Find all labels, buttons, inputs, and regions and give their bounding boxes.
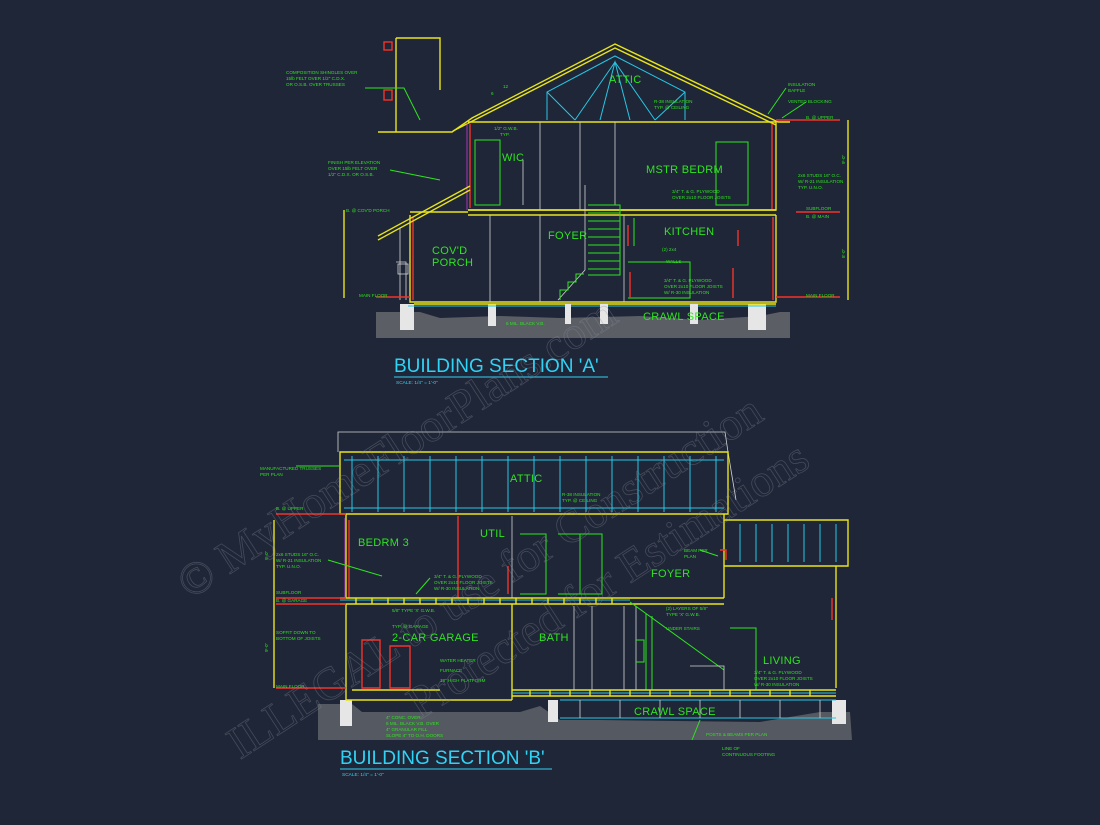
note-footing-2: CONTINUOUS FOOTING	[722, 752, 776, 757]
section-b-drawing	[273, 431, 852, 741]
room-label-crawl-space-a: CRAWL SPACE	[643, 311, 725, 323]
note-finish-1: FINISH PER ELEVATION	[328, 160, 380, 165]
section-a-scale: SCALE: 1/4" = 1'-0"	[396, 380, 438, 386]
note-under-stairs: UNDER STAIRS	[666, 626, 700, 631]
room-label-attic-a: ATTIC	[609, 74, 641, 86]
note-typ-garage: TYP. @ GARAGE	[392, 624, 429, 629]
note-main-floor-b: MAIN FLOOR	[276, 684, 305, 689]
dim-upper-height-b: 9'-0"	[264, 550, 269, 560]
room-label-kitchen: KITCHEN	[664, 226, 714, 238]
room-label-bedrm3: BEDRM 3	[358, 537, 409, 549]
note-conc-3: 4" GRANULAR FILL	[386, 727, 428, 732]
dim-main-height-a: 8'-0"	[841, 248, 846, 258]
section-b-scale: SCALE: 1/4" = 1'-0"	[342, 772, 384, 778]
note-upper-b: B. @ UPPER	[276, 506, 304, 511]
note-plywood-b-2-a: OVER 2x10 FLOOR JOISTS	[664, 284, 723, 289]
note-footing-1: LINE OF	[722, 746, 740, 751]
note-gwb-2: TYP.	[500, 132, 510, 137]
note-plywood-2-a: OVER 2x10 FLOOR JOISTS	[672, 195, 731, 200]
note-beam-1: BEAM PER	[684, 548, 708, 553]
room-label-wic: WIC	[502, 152, 524, 164]
note-insulation-baffle-1: INSULATION	[788, 82, 815, 87]
note-studs-1-b: 2x6 STUDS 16" O.C.	[276, 552, 319, 557]
dim-upper-height-a: 9'-0"	[841, 154, 846, 164]
section-a-title: BUILDING SECTION 'A'	[394, 356, 599, 377]
note-vented-blocking: VENTED BLOCKING	[788, 99, 832, 104]
note-b-main: B. @ MAIN	[806, 214, 829, 219]
note-studs-2-b: W/ R-21 INSULATION	[276, 558, 321, 563]
note-shingles-1: COMPOSITION SHINGLES OVER	[286, 70, 358, 75]
room-label-porch: PORCH	[432, 257, 473, 269]
note-gwb-1: 1/2" G.W.B.	[494, 126, 518, 131]
note-r38-1-a: R-38 INSULATION	[654, 99, 692, 104]
note-insulation-baffle-2: BAFFLE	[788, 88, 805, 93]
note-studs-3-b: TYP. U.N.O.	[276, 564, 301, 569]
note-plywood-1-b: 3/4" T. & G. PLYWOOD	[434, 574, 482, 579]
room-label-foyer-b: FOYER	[651, 568, 690, 580]
note-furnace: FURNACE	[440, 668, 462, 673]
note-subfloor-a: SUBFLOOR	[806, 206, 832, 211]
note-r38-2-a: TYP. @ CEILING	[654, 105, 690, 110]
note-conc-2: 6 MIL. BLACK V.B. OVER	[386, 721, 440, 726]
dim-main-height-b: 9'-0"	[264, 642, 269, 652]
note-platform: 18" HIGH PLATFORM	[440, 678, 486, 683]
note-plywood-b-3-b: W/ R-30 INSULATION	[754, 682, 799, 687]
section-b-title: BUILDING SECTION 'B'	[340, 748, 545, 769]
note-soffit-2: BOTTOM OF JOISTS	[276, 636, 321, 641]
note-shingles-3: OR O.S.B. OVER TRUSSES	[286, 82, 345, 87]
note-vapor-barrier-a: 6 MIL. BLACK V.B.	[506, 321, 545, 326]
note-r38-1-b: R-38 INSULATION	[562, 492, 600, 497]
note-plywood-b-3-a: W/ R-30 INSULATION	[664, 290, 709, 295]
note-r38-2-b: TYP. @ CEILING	[562, 498, 598, 503]
note-trusses-1: MANUFACTURED TRUSSES	[260, 466, 321, 471]
note-layers-1: (2) LAYERS OF 5/8"	[666, 606, 708, 611]
note-finish-3: 1/2" C.D.X. OR O.S.B.	[328, 172, 374, 177]
note-plywood-3-b: W/ R-30 INSULATION	[434, 586, 479, 591]
note-finish-2: OVER 15lb FELT OVER	[328, 166, 378, 171]
note-studs-3-a: TYP. U.N.O.	[798, 185, 823, 190]
room-label-bath: BATH	[539, 632, 569, 644]
room-label-living: LIVING	[763, 655, 801, 667]
note-posts: POSTS & BEAMS PER PLAN	[706, 732, 767, 737]
note-gwb-type-x: 5/8" TYPE 'X' G.W.B.	[392, 608, 435, 613]
note-plywood-b-1-b: 3/4" T. & G. PLYWOOD	[754, 670, 802, 675]
room-label-covd: COV'D	[432, 245, 467, 257]
note-main-floor-right-a: MAIN FLOOR	[806, 293, 835, 298]
note-plywood-b-1-a: 3/4" T. & G. PLYWOOD	[664, 278, 712, 283]
note-subfloor-b: SUBFLOOR	[276, 590, 302, 595]
note-soffit-1: SOFFIT DOWN TO	[276, 630, 316, 635]
note-studs-2-a: W/ R-21 INSULATION	[798, 179, 843, 184]
room-label-attic-b: ATTIC	[510, 473, 542, 485]
note-plywood-1-a: 3/4" T. & G. PLYWOOD	[672, 189, 720, 194]
room-label-foyer-a: FOYER	[548, 230, 587, 242]
dim-pitch-rise: 6	[491, 91, 494, 96]
room-label-mstr-bedrm: MSTR BEDRM	[646, 164, 723, 176]
note-layers-2: TYPE 'X' G.W.B.	[666, 612, 700, 617]
note-conc-1: 4" CONC. OVER	[386, 715, 421, 720]
note-walls-1: (2) 2x4	[662, 247, 677, 252]
dim-pitch: 12	[503, 84, 509, 89]
note-trusses-2: PER PLAN	[260, 472, 283, 477]
note-shingles-2: 15lb FELT OVER 1/2" C.D.X.	[286, 76, 345, 81]
note-beam-2: PLAN	[684, 554, 696, 559]
note-main-floor-left-a: MAIN FLOOR	[359, 293, 388, 298]
note-walls-2: WALLS	[666, 259, 681, 264]
note-plywood-b-2-b: OVER 2x10 FLOOR JOISTS	[754, 676, 813, 681]
room-label-crawl-space-b: CRAWL SPACE	[634, 706, 716, 718]
note-studs-1-a: 2x6 STUDS 16" O.C.	[798, 173, 841, 178]
section-a-drawing	[343, 37, 849, 338]
note-conc-4: SLOPE 4" TO O.H. DOORS	[386, 733, 443, 738]
room-label-garage: 2-CAR GARAGE	[392, 632, 479, 644]
note-plywood-2-b: OVER 2x10 FLOOR JOISTS	[434, 580, 493, 585]
note-upper-a: B. @ UPPER	[806, 115, 834, 120]
room-label-util: UTIL	[480, 528, 505, 540]
note-b-garage: B. @ GARAGE	[276, 598, 307, 603]
note-covd-porch: B. @ COV'D PORCH	[346, 208, 390, 213]
note-water-heater: WATER HEATER	[440, 658, 476, 663]
